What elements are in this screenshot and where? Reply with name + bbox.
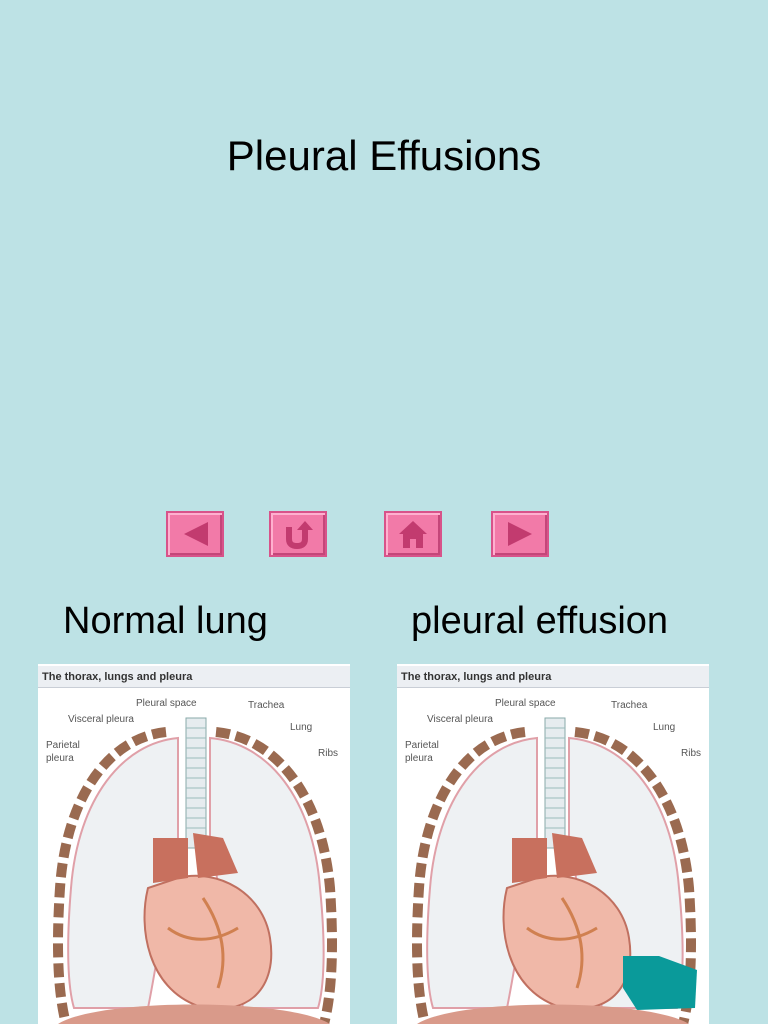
pleural-space-label: Pleural space — [136, 698, 197, 710]
trachea-label: Trachea — [248, 700, 284, 712]
pleural-effusion-caption: pleural effusion — [411, 600, 668, 643]
normal-lung-caption: Normal lung — [63, 600, 268, 643]
parietal-pleura-label-line2: pleura — [46, 753, 74, 765]
left-triangle-icon — [168, 513, 222, 555]
diagram-header: The thorax, lungs and pleura — [397, 666, 709, 688]
trachea-label: Trachea — [611, 700, 647, 712]
house-icon — [386, 513, 440, 555]
return-button[interactable] — [269, 511, 327, 557]
pleural-effusion-diagram: The thorax, lungs and pleura — [397, 664, 709, 1024]
normal-lung-diagram: The thorax, lungs and pleura — [38, 664, 350, 1024]
parietal-pleura-label-line1: Parietal — [46, 740, 80, 752]
parietal-pleura-label-line1: Parietal — [405, 740, 439, 752]
lung-label: Lung — [290, 722, 312, 734]
previous-button[interactable] — [166, 511, 224, 557]
parietal-pleura-label-line2: pleura — [405, 753, 433, 765]
thorax-illustration — [397, 688, 709, 1024]
ribs-label: Ribs — [681, 748, 701, 760]
visceral-pleura-label: Visceral pleura — [68, 714, 134, 726]
home-button[interactable] — [384, 511, 442, 557]
pleural-space-label: Pleural space — [495, 698, 556, 710]
u-turn-arrow-icon — [271, 513, 325, 555]
thorax-illustration — [38, 688, 350, 1024]
right-triangle-icon — [493, 513, 547, 555]
ribs-label: Ribs — [318, 748, 338, 760]
slide-title: Pleural Effusions — [0, 132, 768, 180]
diagram-header: The thorax, lungs and pleura — [38, 666, 350, 688]
lung-label: Lung — [653, 722, 675, 734]
visceral-pleura-label: Visceral pleura — [427, 714, 493, 726]
next-button[interactable] — [491, 511, 549, 557]
